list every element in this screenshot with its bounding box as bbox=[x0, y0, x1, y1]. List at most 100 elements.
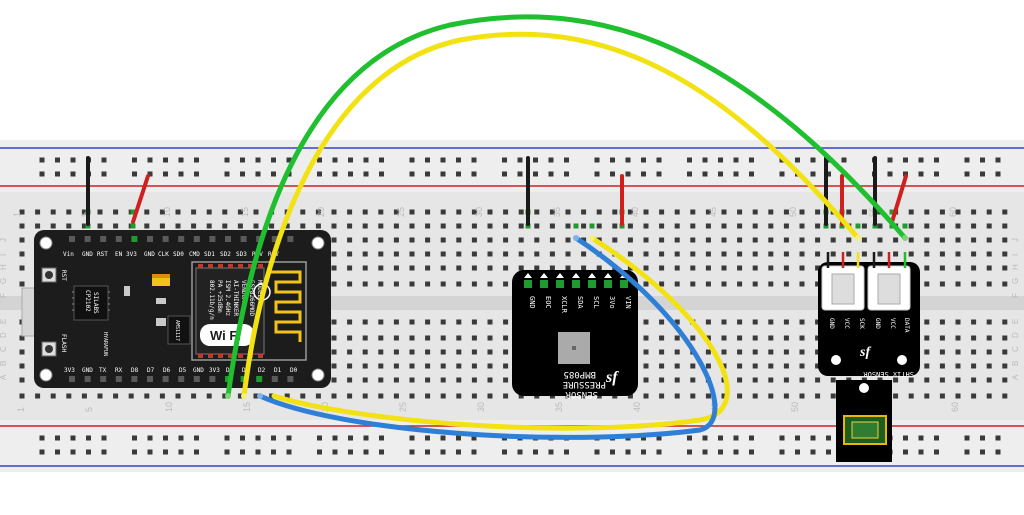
sht15-sensor[interactable]: GND VCC SCK GND VCC DATA sf SHT1x SENSOR bbox=[818, 252, 920, 462]
red-jumper-wire[interactable] bbox=[131, 174, 150, 224]
terminal-hole bbox=[659, 377, 665, 383]
pin-label: 3V3 bbox=[64, 367, 75, 374]
blue-wire[interactable] bbox=[257, 235, 718, 440]
terminal-hole bbox=[35, 209, 41, 215]
pin-label: D7 bbox=[147, 367, 155, 374]
sparkfun-logo: sf bbox=[605, 369, 619, 386]
terminal-hole bbox=[456, 335, 462, 341]
terminal-hole bbox=[534, 265, 540, 271]
terminal-hole bbox=[768, 281, 774, 287]
bmp085-pin bbox=[572, 280, 580, 288]
col-number: 20 bbox=[316, 207, 326, 217]
rail-hole bbox=[456, 435, 461, 441]
terminal-hole bbox=[721, 393, 727, 399]
rail-hole bbox=[625, 171, 631, 177]
terminal-hole bbox=[362, 265, 368, 271]
col-number: 10 bbox=[164, 402, 174, 412]
terminal-hole bbox=[690, 265, 696, 271]
terminal-hole bbox=[409, 393, 415, 399]
terminal-hole bbox=[659, 223, 665, 229]
rail-hole bbox=[826, 435, 831, 441]
yellow-wire[interactable] bbox=[241, 31, 861, 399]
terminal-hole bbox=[799, 209, 805, 215]
terminal-hole bbox=[549, 237, 555, 243]
nodemcu-board[interactable]: Vin GND RST EN 3V3 GND CLK SD0 CMD SD1 S… bbox=[21, 230, 331, 388]
terminal-hole bbox=[643, 335, 649, 341]
terminal-hole bbox=[19, 335, 25, 341]
rail-hole bbox=[348, 157, 353, 163]
module-text: VENDOR bbox=[240, 280, 247, 302]
terminal-hole bbox=[66, 393, 72, 399]
terminal-hole bbox=[19, 349, 25, 355]
terminal-hole bbox=[425, 265, 431, 271]
terminal-hole bbox=[175, 209, 181, 215]
terminal-hole bbox=[409, 281, 415, 287]
rail-hole bbox=[163, 435, 168, 441]
terminal-hole bbox=[815, 377, 821, 383]
rail-hole bbox=[810, 171, 816, 177]
terminal-hole bbox=[518, 265, 524, 271]
terminal-hole bbox=[690, 377, 696, 383]
mounting-hole bbox=[311, 368, 325, 382]
terminal-hole bbox=[705, 237, 711, 243]
green-wire[interactable] bbox=[225, 14, 908, 399]
bmp085-title: PRESSURE bbox=[563, 379, 606, 389]
terminal-hole bbox=[19, 281, 25, 287]
terminal-hole bbox=[815, 281, 821, 287]
pin-marker bbox=[572, 273, 580, 278]
rail-hole bbox=[317, 157, 322, 163]
terminal-hole bbox=[191, 393, 197, 399]
terminal-hole bbox=[487, 377, 493, 383]
terminal-hole bbox=[300, 393, 306, 399]
red-jumper-wire[interactable] bbox=[890, 174, 908, 224]
header-pin bbox=[162, 376, 169, 382]
rail-hole bbox=[471, 171, 477, 177]
rail-hole bbox=[687, 157, 692, 163]
terminal-hole bbox=[939, 265, 945, 271]
terminal-hole bbox=[518, 251, 524, 257]
rail-hole bbox=[409, 157, 415, 163]
terminal-hole bbox=[971, 237, 977, 243]
terminal-hole bbox=[737, 265, 743, 271]
terminal-hole bbox=[159, 393, 165, 399]
vendor-mark: HYARAFUN bbox=[102, 332, 108, 356]
terminal-hole bbox=[955, 349, 961, 355]
rail-hole bbox=[147, 171, 153, 177]
terminal-hole bbox=[347, 209, 353, 215]
terminal-hole bbox=[1002, 209, 1008, 215]
rail-hole bbox=[101, 435, 107, 441]
pin-label: D5 bbox=[179, 367, 187, 374]
terminal-hole bbox=[690, 335, 696, 341]
terminal-hole bbox=[674, 319, 680, 325]
terminal-hole bbox=[752, 349, 758, 355]
terminal-hole bbox=[113, 223, 119, 229]
yellow-wire[interactable] bbox=[271, 235, 730, 431]
rail-hole bbox=[271, 157, 276, 163]
terminal-hole bbox=[565, 223, 571, 229]
rail-hole bbox=[409, 171, 415, 177]
terminal-hole bbox=[955, 335, 961, 341]
bmp085-sensor[interactable]: GND EOC XCLR SDA SCL 3Vo VIN sf BMP085 P… bbox=[512, 270, 638, 399]
header-pin bbox=[100, 376, 107, 382]
pin-label: CLK bbox=[158, 251, 169, 258]
row-letter: C bbox=[1011, 346, 1020, 352]
terminal-hole bbox=[440, 237, 446, 243]
terminal-hole bbox=[409, 363, 415, 369]
terminal-hole bbox=[534, 237, 540, 243]
rail-hole bbox=[379, 449, 384, 455]
rail-hole bbox=[224, 435, 230, 441]
row-letter: I bbox=[1011, 254, 1020, 256]
col-number: 45 bbox=[708, 207, 718, 217]
terminal-hole bbox=[939, 209, 945, 215]
terminal-hole bbox=[924, 393, 930, 399]
terminal-hole bbox=[440, 319, 446, 325]
terminal-hole bbox=[721, 281, 727, 287]
rail-hole bbox=[826, 449, 831, 455]
col-number: 1 bbox=[12, 212, 22, 217]
pin-label: RST bbox=[97, 251, 108, 258]
terminal-hole bbox=[815, 237, 821, 243]
connected-hole bbox=[855, 223, 861, 229]
bmp085-pin bbox=[604, 280, 612, 288]
row-letter: F bbox=[0, 293, 8, 298]
terminal-hole bbox=[409, 209, 415, 215]
